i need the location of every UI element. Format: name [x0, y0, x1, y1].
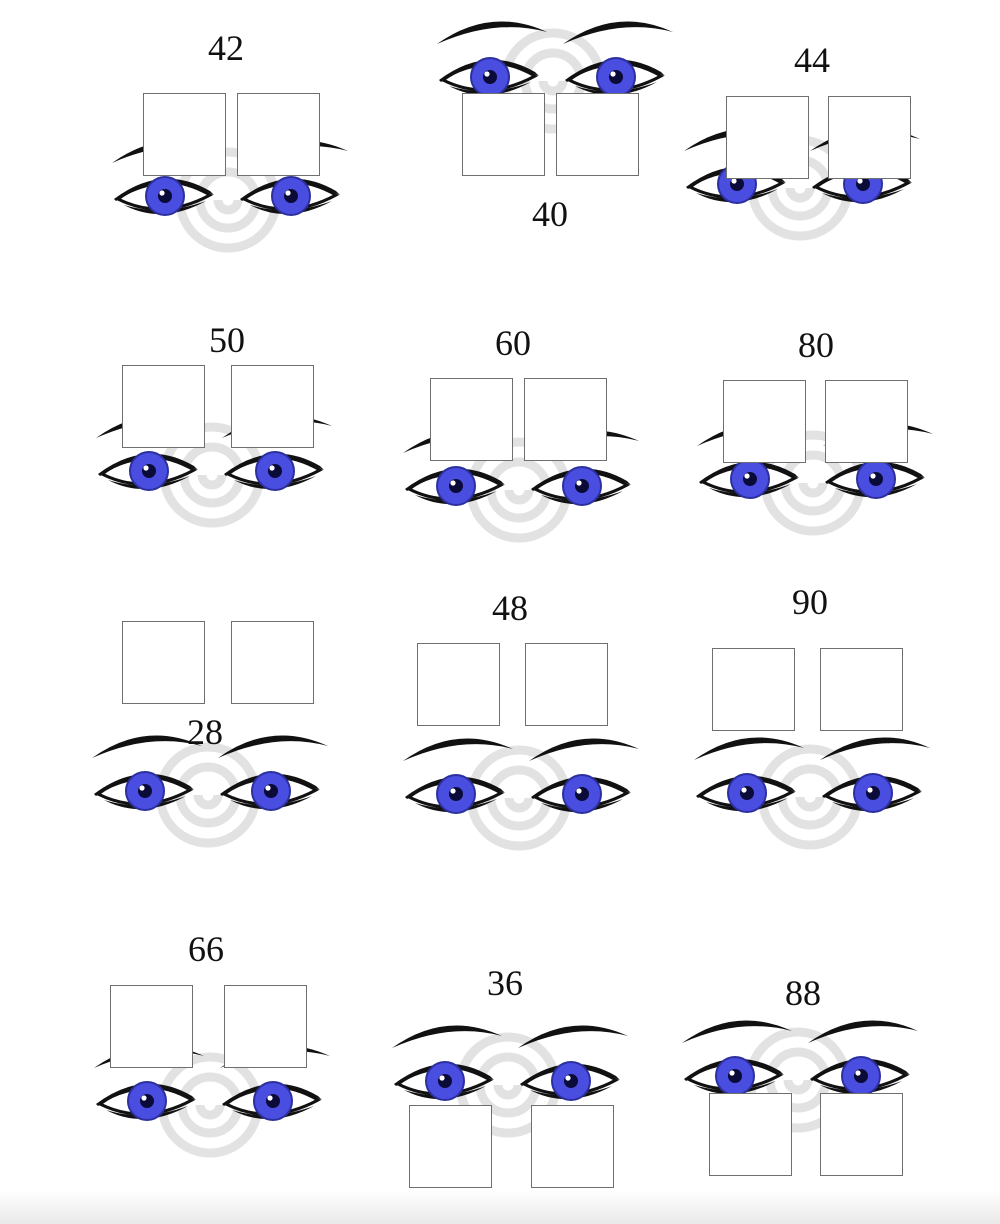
number-label: 66	[188, 929, 224, 969]
eyes-pair-icon	[437, 21, 673, 134]
right-eye-icon	[563, 21, 673, 97]
answer-box-left[interactable]	[462, 93, 545, 176]
number-label: 50	[209, 320, 245, 360]
left-eye-icon	[392, 1025, 502, 1101]
answer-box-left[interactable]	[430, 378, 513, 461]
left-eye-icon	[694, 737, 804, 813]
answer-box-left[interactable]	[723, 380, 806, 463]
number-label: 88	[785, 973, 821, 1013]
answer-box-left[interactable]	[143, 93, 226, 176]
left-eye-icon	[92, 735, 202, 811]
answer-box-left[interactable]	[712, 648, 795, 731]
number-label: 90	[792, 582, 828, 622]
number-label: 36	[487, 963, 523, 1003]
eyes-pair-icon	[96, 415, 332, 528]
right-eye-icon	[529, 430, 639, 506]
answer-box-right[interactable]	[237, 93, 320, 176]
right-eye-icon	[820, 737, 930, 813]
number-label: 40	[532, 194, 568, 234]
number-label: 60	[495, 323, 531, 363]
eyes-pair-icon	[112, 140, 348, 253]
right-eye-icon	[218, 735, 328, 811]
bottom-edge-shade	[0, 1190, 1000, 1224]
left-eye-icon	[96, 415, 206, 491]
left-eye-icon	[437, 21, 547, 97]
answer-box-right[interactable]	[231, 365, 314, 448]
number-label: 80	[798, 325, 834, 365]
answer-box-right[interactable]	[825, 380, 908, 463]
answer-box-left[interactable]	[122, 621, 205, 704]
right-eye-icon	[238, 140, 348, 216]
answer-box-left[interactable]	[709, 1093, 792, 1176]
answer-box-left[interactable]	[110, 985, 193, 1068]
answer-box-right[interactable]	[820, 648, 903, 731]
eyes-pair-icon	[694, 737, 930, 850]
right-eye-icon	[808, 1020, 918, 1096]
answer-box-right[interactable]	[224, 985, 307, 1068]
number-label: 48	[492, 588, 528, 628]
number-label: 44	[794, 40, 830, 80]
answer-box-left[interactable]	[409, 1105, 492, 1188]
number-label: 42	[208, 28, 244, 68]
answer-box-right[interactable]	[525, 643, 608, 726]
answer-box-right[interactable]	[231, 621, 314, 704]
answer-box-right[interactable]	[524, 378, 607, 461]
left-eye-icon	[403, 738, 513, 814]
answer-box-right[interactable]	[556, 93, 639, 176]
answer-box-right[interactable]	[820, 1093, 903, 1176]
answer-box-left[interactable]	[726, 96, 809, 179]
right-eye-icon	[529, 738, 639, 814]
eyes-pair-icon	[403, 430, 639, 543]
eyes-pair-icon	[403, 738, 639, 851]
answer-box-left[interactable]	[122, 365, 205, 448]
answer-box-right[interactable]	[828, 96, 911, 179]
eyes-pair-icon	[92, 735, 328, 848]
eyes-pair-icon	[682, 1020, 918, 1133]
right-eye-icon	[518, 1025, 628, 1101]
answer-box-right[interactable]	[531, 1105, 614, 1188]
number-label: 28	[187, 712, 223, 752]
eyes-pair-icon	[392, 1025, 628, 1138]
answer-box-left[interactable]	[417, 643, 500, 726]
